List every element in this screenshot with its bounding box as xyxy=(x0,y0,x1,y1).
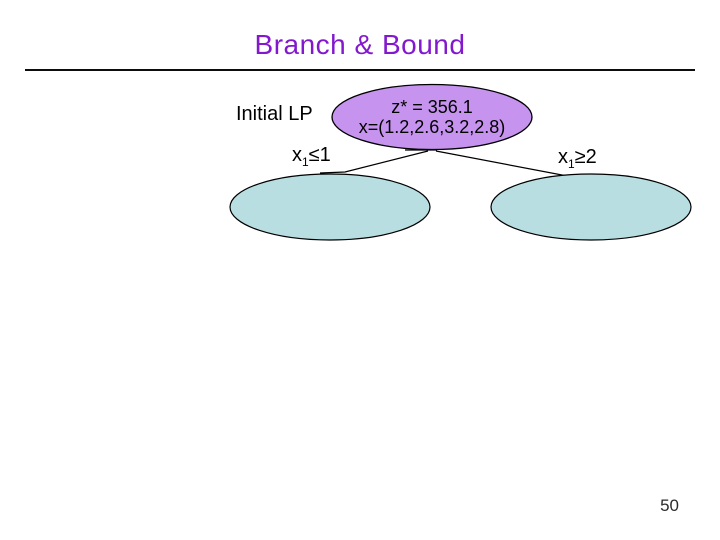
left-child-node-ellipse xyxy=(229,173,431,241)
left-branch-connector xyxy=(319,150,429,174)
root-node-text: z* = 356.1 x=(1.2,2.6,3.2,2.8) xyxy=(332,97,532,137)
right-branch-var: x xyxy=(558,146,568,168)
root-node-line2: x=(1.2,2.6,3.2,2.8) xyxy=(358,117,506,137)
slide-title: Branch & Bound xyxy=(254,29,466,60)
title-divider-line xyxy=(25,69,695,71)
root-node-line1: z* = 356.1 xyxy=(391,97,473,117)
left-branch-var: x xyxy=(292,144,302,166)
root-node-ellipse xyxy=(331,83,533,151)
root-node-label: Initial LP xyxy=(236,103,313,125)
right-branch-label: x1≥2 xyxy=(558,146,597,171)
right-branch-condition: ≥2 xyxy=(574,146,597,168)
right-child-node-ellipse xyxy=(490,173,692,241)
right-branch-subscript: 1 xyxy=(568,157,575,171)
page-number: 50 xyxy=(660,496,679,515)
left-branch-condition: ≤1 xyxy=(308,144,331,166)
left-branch-subscript: 1 xyxy=(302,155,309,169)
left-branch-label: x1≤1 xyxy=(292,144,331,169)
